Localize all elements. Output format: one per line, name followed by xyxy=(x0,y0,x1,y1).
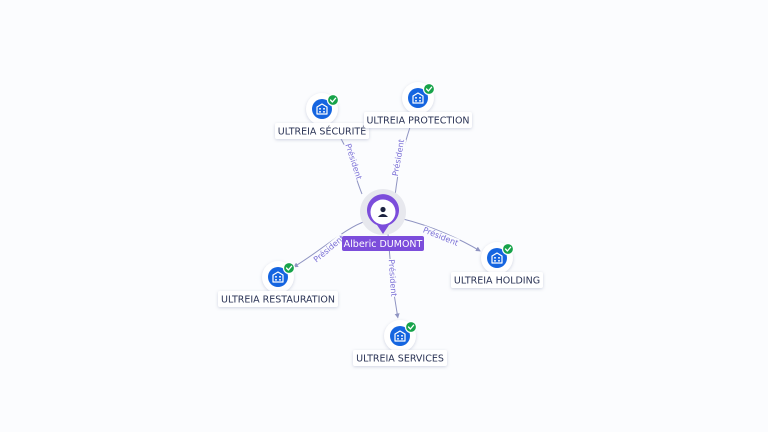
company-label[interactable]: ULTREIA HOLDING xyxy=(451,272,543,288)
label-box xyxy=(364,112,472,128)
person-label[interactable]: Alberic DUMONT xyxy=(342,236,424,251)
company-node-restauration[interactable]: ULTREIA RESTAURATION xyxy=(218,261,338,307)
company-node-holding[interactable]: ULTREIA HOLDING xyxy=(451,242,543,288)
check-icon xyxy=(326,93,340,107)
check-icon xyxy=(404,320,418,334)
edge-label: Président xyxy=(311,233,346,265)
edge-label-bg xyxy=(386,258,399,298)
company-name: ULTREIA PROTECTION xyxy=(366,116,469,127)
company-label[interactable]: ULTREIA PROTECTION xyxy=(364,112,472,128)
edge-line xyxy=(402,218,481,252)
person-label-box xyxy=(342,236,424,251)
person-icon xyxy=(378,206,388,217)
edge-label-bg xyxy=(390,138,407,178)
edge-label: Président xyxy=(343,142,364,181)
company-node-protection[interactable]: ULTREIA PROTECTION xyxy=(364,82,472,128)
label-box xyxy=(275,123,369,139)
person-name: Alberic DUMONT xyxy=(344,239,423,250)
label-box xyxy=(451,272,543,288)
edge-label: Président xyxy=(387,259,400,297)
company-label[interactable]: ULTREIA RESTAURATION xyxy=(218,291,338,307)
company-name: ULTREIA HOLDING xyxy=(454,276,540,287)
label-box xyxy=(218,291,338,307)
building-icon xyxy=(316,103,328,115)
company-name: ULTREIA SÉCURITÉ xyxy=(278,126,367,138)
company-node-services[interactable]: ULTREIA SERVICES xyxy=(353,320,447,366)
edge-label-bg xyxy=(343,142,364,181)
edge-label-bg xyxy=(421,225,460,248)
label-box xyxy=(353,350,447,366)
company-label[interactable]: ULTREIA SÉCURITÉ xyxy=(275,123,369,139)
check-icon xyxy=(282,261,296,275)
edge-label: Président xyxy=(390,138,406,176)
company-label[interactable]: ULTREIA SERVICES xyxy=(353,350,447,366)
check-icon xyxy=(422,82,436,96)
company-node-securite[interactable]: ULTREIA SÉCURITÉ xyxy=(275,93,369,139)
building-icon xyxy=(272,271,284,283)
building-icon xyxy=(412,92,424,104)
company-name: ULTREIA SERVICES xyxy=(356,354,444,365)
edge-label: Président xyxy=(422,225,460,248)
company-name: ULTREIA RESTAURATION xyxy=(221,295,335,306)
edge-label-bg xyxy=(311,233,347,265)
person-node[interactable]: Alberic DUMONT xyxy=(342,189,424,251)
building-icon xyxy=(491,252,503,264)
check-icon xyxy=(501,242,515,256)
building-icon xyxy=(394,330,406,342)
